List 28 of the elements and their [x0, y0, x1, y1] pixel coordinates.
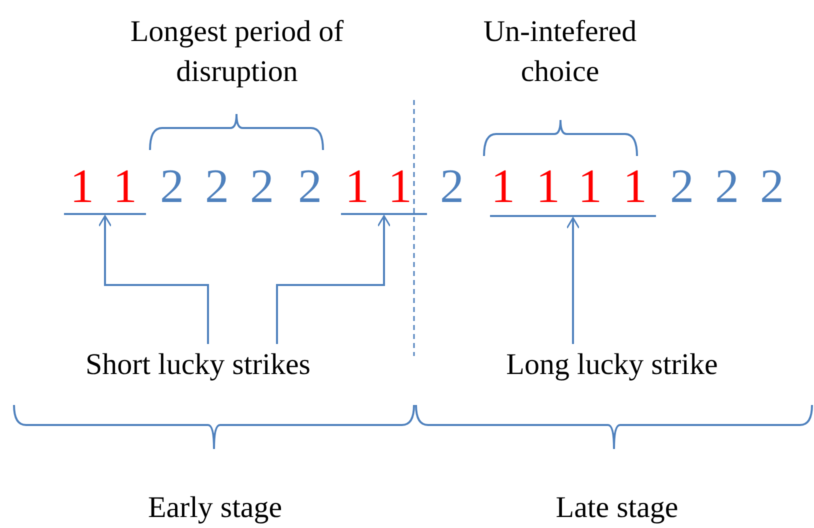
sequence-digit: 2: [298, 162, 322, 212]
sequence-digit: 1: [70, 162, 94, 212]
stage-label: Late stage: [556, 490, 678, 526]
sequence-digit: 1: [388, 162, 412, 212]
annotation-text: Short lucky strikes: [66, 348, 330, 382]
stage-label: Early stage: [148, 490, 282, 526]
sequence-digit: 1: [623, 162, 647, 212]
sequence-digit: 1: [536, 162, 560, 212]
bracket-label: Un-intefered choice: [482, 14, 638, 90]
sequence-digit: 1: [345, 162, 369, 212]
sequence-digit: 2: [205, 162, 229, 212]
underline-bar: [64, 213, 146, 215]
sequence-digit: 1: [113, 162, 137, 212]
underline-bar: [490, 215, 656, 217]
annotation-text: Long lucky strike: [486, 348, 738, 382]
arrow: [566, 217, 580, 344]
arrow: [98, 215, 209, 344]
sequence-digit: 2: [440, 162, 464, 212]
sequence-digit: 1: [578, 162, 602, 212]
sequence-digit: 2: [250, 162, 274, 212]
bracket-label: Longest period of disruption: [129, 14, 345, 90]
underline-bar: [341, 213, 427, 215]
arrow: [276, 215, 391, 344]
sequence-digit: 2: [715, 162, 739, 212]
sequence-digit: 2: [160, 162, 184, 212]
sequence-digit: 1: [491, 162, 515, 212]
sequence-digit: 2: [760, 162, 784, 212]
sequence-digit: 2: [670, 162, 694, 212]
